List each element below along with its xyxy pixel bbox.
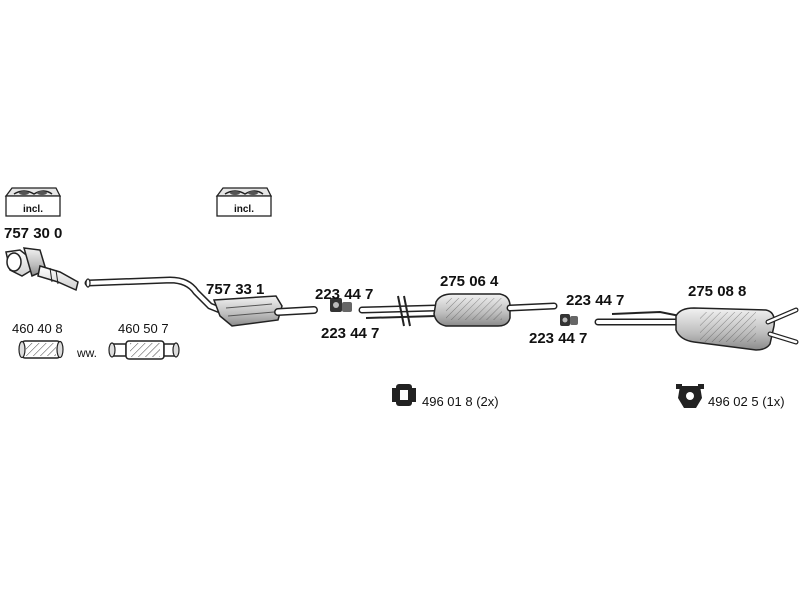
part-label-496018: 496 01 8 (2x) [422, 394, 499, 409]
kit-box-label: incl. [233, 204, 254, 215]
rubber-mount-icon [676, 384, 704, 408]
front-muffler-pipe [84, 276, 318, 327]
alternative-text: ww. [77, 346, 98, 360]
part-label-223447-d: 223 44 7 [529, 330, 588, 347]
part-label-757300: 757 30 0 [4, 225, 63, 242]
part-label-460507: 460 50 7 [118, 321, 169, 336]
flex-pipe-460507 [108, 340, 180, 360]
front-catalyst-pipe [5, 247, 79, 292]
center-muffler [358, 293, 558, 327]
part-label-275064: 275 06 4 [440, 273, 499, 290]
part-label-223447-b: 223 44 7 [321, 325, 380, 342]
part-label-757331: 757 33 1 [206, 281, 265, 298]
pipe-clamp-icon [330, 298, 352, 312]
rubber-hanger-icon [392, 384, 416, 406]
part-label-223447-c: 223 44 7 [566, 292, 625, 309]
part-label-460408: 460 40 8 [12, 321, 63, 336]
part-label-496025: 496 02 5 (1x) [708, 394, 785, 409]
flex-pipe-460408 [18, 340, 64, 359]
gasket-kit-box-icon: incl. [215, 186, 273, 218]
rear-muffler [594, 307, 799, 351]
part-label-223447-a: 223 44 7 [315, 286, 374, 303]
pipe-clamp-icon [560, 314, 578, 326]
part-label-275088: 275 08 8 [688, 283, 747, 300]
kit-box-label: incl. [22, 204, 43, 215]
gasket-kit-box-icon: incl. [4, 186, 62, 218]
